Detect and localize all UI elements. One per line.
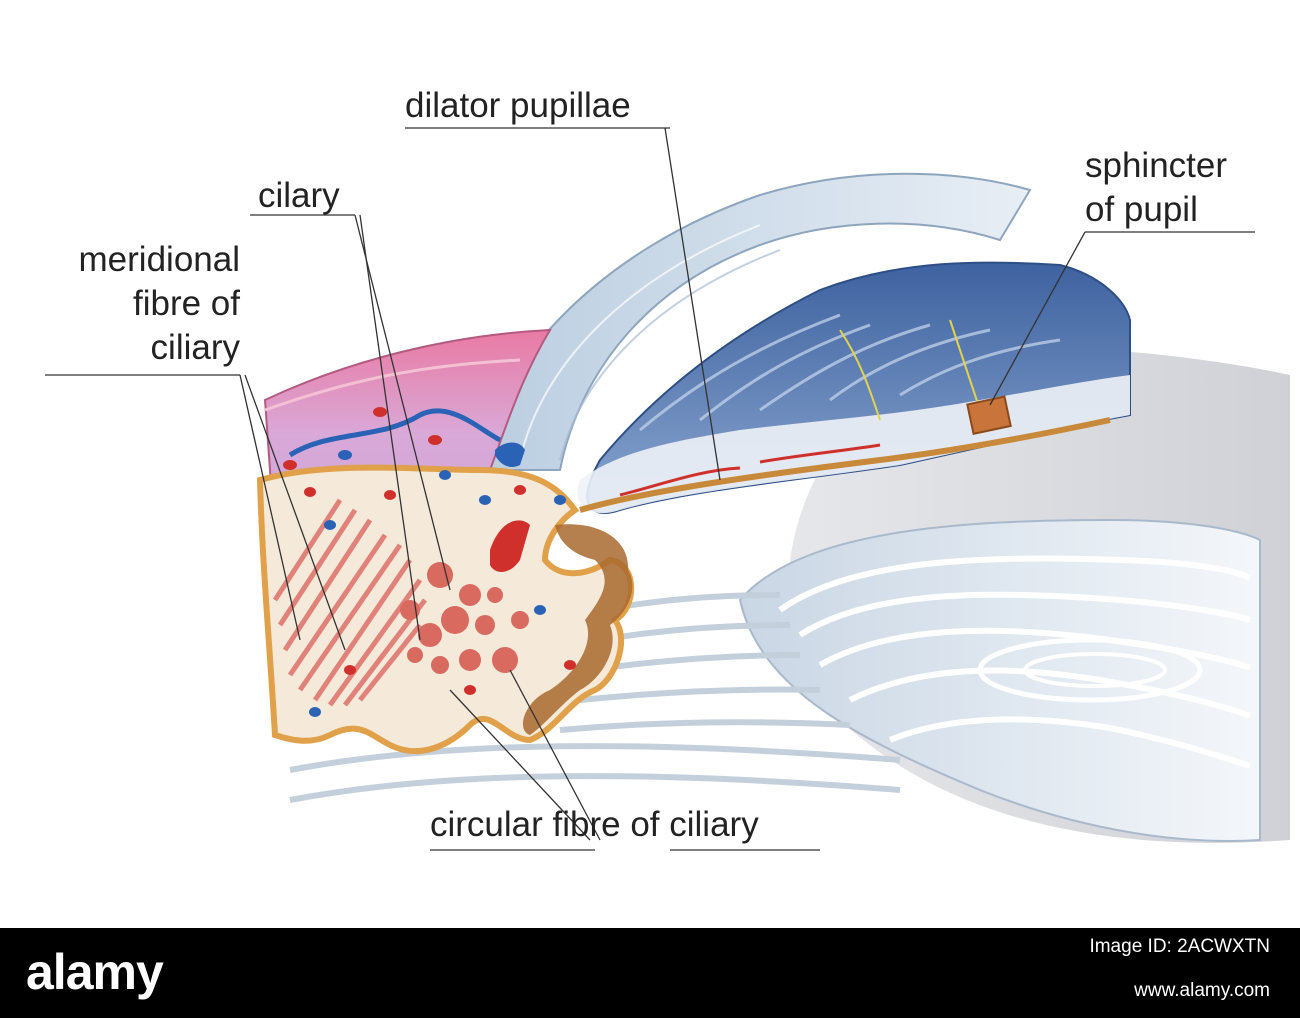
eye-ciliary-diagram: dilator pupillae sphincter of pupil cila…	[45, 86, 1290, 851]
label-cilary: cilary	[258, 176, 340, 215]
watermark-footer: alamy Image ID: 2ACWXTN www.alamy.com	[0, 928, 1300, 1018]
blood-vessels	[283, 407, 576, 717]
image-id: Image ID: 2ACWXTN	[1089, 936, 1270, 957]
label-dilator-pupillae: dilator pupillae	[405, 86, 631, 125]
brand-logo: alamy	[26, 944, 164, 1000]
label-meridional-line1: meridional	[78, 240, 240, 279]
lens	[738, 518, 1261, 842]
cornea	[468, 172, 1032, 471]
diagram-artwork	[45, 127, 1290, 851]
iris	[577, 261, 1131, 514]
label-sphincter-line1: sphincter	[1085, 146, 1228, 185]
image-url: www.alamy.com	[1134, 980, 1270, 1001]
label-sphincter-line2: of pupil	[1085, 190, 1198, 229]
sphincter-muscle	[966, 395, 1012, 436]
label-meridional-line2: fibre of	[133, 284, 240, 323]
label-circular-fibre: circular fibre of ciliary	[430, 805, 759, 844]
label-meridional-line3: ciliary	[150, 328, 240, 367]
leader-lines	[45, 127, 1255, 851]
